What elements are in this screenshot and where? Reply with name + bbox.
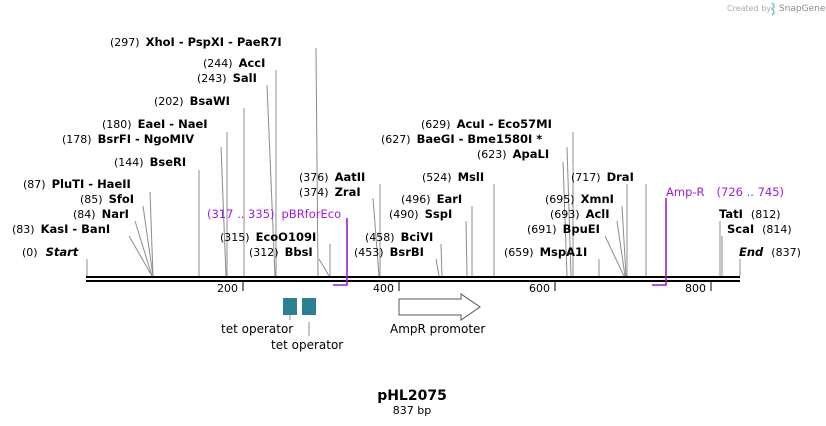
- primer-label-ampr: Amp-R(726 .. 745): [666, 185, 784, 199]
- plasmid-size: 837 bp: [393, 404, 431, 417]
- plasmid-title: pHL2075: [377, 388, 447, 404]
- watermark-text: Created by: [727, 4, 771, 13]
- ruler-label-400: 400: [373, 282, 394, 295]
- site-bbsi: (312)BbsI: [249, 245, 313, 259]
- site-xhoi: (297)XhoI - PspXI - PaeR7I: [110, 35, 282, 49]
- site-tati: TatI(812): [719, 207, 781, 221]
- site-acui: (629)AcuI - Eco57MI: [421, 117, 552, 131]
- site-drai: (717)DraI: [571, 170, 634, 184]
- primer-marks: [333, 198, 667, 286]
- tet-operator-label-1: tet operator: [221, 322, 293, 336]
- site-acli: (693)AclI: [550, 207, 610, 221]
- site-sfoi: (85)SfoI: [80, 192, 134, 206]
- site-zrai: (374)ZraI: [299, 185, 361, 199]
- ampr-promoter-label: AmpR promoter: [390, 322, 485, 336]
- ruler-label-200: 200: [217, 282, 238, 295]
- primer-arrow-pbrforeco: [333, 218, 348, 286]
- brand-text: SnapGene: [779, 4, 826, 14]
- site-sali: (243)SalI: [197, 71, 257, 85]
- site-bsrbi: (453)BsrBI: [354, 245, 424, 259]
- site-xmni: (695)XmnI: [545, 192, 614, 206]
- ampr-promoter-arrow: [398, 293, 481, 321]
- site-nari: (84)NarI: [73, 207, 129, 221]
- site-pluti: (87)PluTI - HaeII: [23, 177, 131, 191]
- site-bcivi: (458)BciVI: [365, 230, 433, 244]
- site-start: (0)Start: [22, 245, 79, 259]
- site-acci: (244)AccI: [203, 56, 265, 70]
- primer-label-pbrforeco: (317 .. 335)pBRforEco: [207, 207, 341, 221]
- ruler-label-600: 600: [529, 282, 550, 295]
- site-eari: (496)EarI: [401, 192, 462, 206]
- site-sspi: (490)SspI: [389, 207, 452, 221]
- leader-lines: [86, 47, 741, 277]
- site-bsrfi: (178)BsrFI - NgoMIV: [62, 132, 194, 146]
- primer-arrow-ampr: [652, 198, 667, 286]
- site-aatii: (376)AatII: [299, 170, 365, 184]
- site-end: End(837): [739, 245, 801, 259]
- tet-operator-box-1: [283, 298, 297, 315]
- site-eaei: (180)EaeI - NaeI: [102, 117, 208, 131]
- site-mspa1i: (659)MspA1I: [504, 245, 587, 259]
- sequence-backbone: [86, 276, 740, 282]
- ruler-ticks: [242, 281, 712, 291]
- tet-operator-box-2: [302, 298, 316, 315]
- site-bpuei: (691)BpuEI: [527, 222, 600, 236]
- site-bseri: (144)BseRI: [114, 155, 186, 169]
- site-bsawi: (202)BsaWI: [154, 94, 230, 108]
- site-msli: (524)MslI: [422, 170, 484, 184]
- site-ecoo109i: (315)EcoO109I: [220, 230, 316, 244]
- snapgene-logo-icon: [770, 2, 775, 16]
- site-scai: ScaI(814): [727, 222, 792, 236]
- tet-operator-label-2: tet operator: [271, 338, 343, 352]
- ruler-label-800: 800: [685, 282, 706, 295]
- site-apali: (623)ApaLI: [477, 147, 549, 161]
- site-kasi: (83)KasI - BanI: [12, 222, 110, 236]
- site-baegi: (627)BaeGI - Bme1580I *: [381, 132, 542, 146]
